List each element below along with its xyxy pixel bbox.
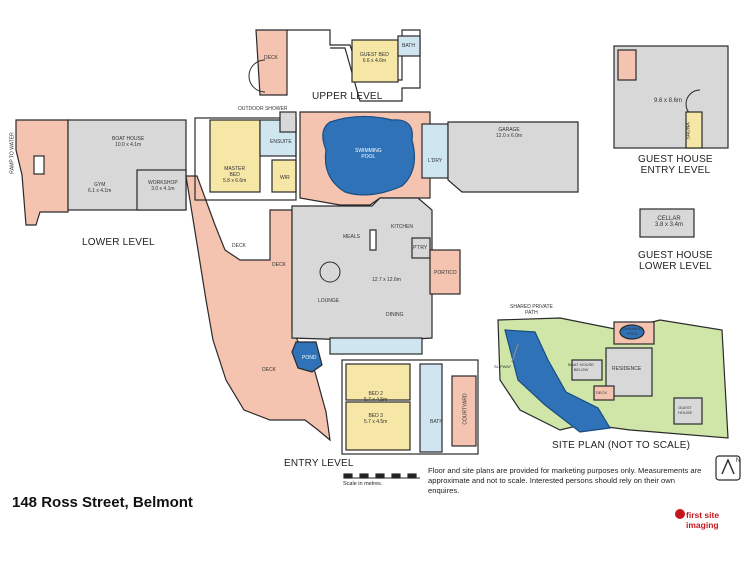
brand-name: first site imaging bbox=[686, 510, 720, 530]
scale-label: Scale in metres. bbox=[343, 481, 383, 487]
upper-deck-label: DECK bbox=[264, 55, 278, 61]
site-slipway bbox=[511, 343, 519, 363]
bed3-room bbox=[345, 401, 411, 451]
ramp-label: RAMP TO WATER bbox=[9, 132, 16, 174]
deck-mid-label: DECK bbox=[272, 262, 286, 268]
upper-deck bbox=[255, 29, 288, 96]
bed2-label: BED 2 5.7 x 4.5m bbox=[364, 391, 388, 403]
boat-house-label: BOAT HOUSE 10.0 x 4.1m bbox=[112, 136, 145, 148]
spiral-stair-upper bbox=[248, 59, 266, 93]
portico-area bbox=[429, 249, 461, 295]
lower-steps bbox=[33, 155, 45, 175]
courtyard-label: COURTYARD bbox=[462, 393, 469, 425]
lounge-label: LOUNGE bbox=[318, 298, 340, 304]
guest-bed-room bbox=[351, 39, 399, 83]
deck-left-label: DECK bbox=[232, 243, 246, 249]
upper-bath bbox=[397, 35, 421, 57]
pantry-label: P'TRY bbox=[413, 245, 428, 251]
guest-house-room-label: 9.6 x 8.6m bbox=[654, 98, 683, 104]
spiral-stair-main bbox=[319, 261, 341, 283]
guest-bed-label: GUEST BED 6.6 x 4.6m bbox=[360, 52, 389, 64]
site-boat-house bbox=[571, 359, 603, 381]
meals-label: MEALS bbox=[343, 234, 360, 240]
bedrooms-outline bbox=[341, 359, 479, 455]
upper-level-label: UPPER LEVEL bbox=[312, 91, 383, 102]
upper-bath-label: BATH bbox=[402, 43, 415, 49]
outdoor-shower-label: OUTDOOR SHOWER bbox=[238, 106, 288, 112]
bed3-label: BED 3 5.7 x 4.5m bbox=[364, 413, 388, 425]
site-plan-label: SITE PLAN (NOT TO SCALE) bbox=[552, 440, 691, 451]
master-wing-outline bbox=[194, 117, 297, 201]
guest-house-lower-label: GUEST HOUSE LOWER LEVEL bbox=[638, 250, 713, 272]
lower-level-label: LOWER LEVEL bbox=[82, 237, 155, 248]
garage-room bbox=[447, 121, 579, 193]
brand-logo-icon bbox=[675, 509, 685, 519]
swimming-pool-water bbox=[322, 115, 415, 196]
wet-area-entry bbox=[419, 363, 443, 453]
entry-strip bbox=[329, 337, 423, 355]
site-deck bbox=[593, 385, 615, 401]
portico-label: PORTICO bbox=[434, 270, 457, 276]
site-slipway-label: SLIPWAY bbox=[494, 364, 512, 369]
lounge-dims-label: 12.7 x 12.6m bbox=[372, 277, 401, 283]
site-pool bbox=[619, 324, 645, 340]
pond-water bbox=[291, 341, 323, 373]
guest-house-deck bbox=[617, 49, 637, 81]
living-area bbox=[291, 197, 433, 341]
outdoor-shower-area bbox=[279, 111, 297, 133]
pond-label: POND bbox=[302, 355, 317, 361]
guest-house-entry-label: GUEST HOUSE ENTRY LEVEL bbox=[638, 154, 713, 176]
compass-icon bbox=[715, 455, 741, 481]
master-bed-room bbox=[209, 119, 261, 193]
site-deck-label: DECK bbox=[596, 390, 608, 395]
laundry-room bbox=[421, 123, 449, 179]
kitchen-island bbox=[369, 229, 377, 251]
site-water bbox=[504, 329, 611, 433]
cellar-label: CELLAR 3.8 x 3.4m bbox=[655, 216, 684, 228]
site-guest-house bbox=[673, 397, 703, 425]
bath-entry-label: BATH bbox=[430, 419, 443, 425]
master-bed-label: MASTER BED 5.8 x 6.6m bbox=[223, 166, 247, 184]
cellar-room bbox=[639, 208, 695, 238]
site-pool-label: SWIMMING POOL bbox=[622, 326, 644, 336]
main-deck bbox=[185, 175, 331, 442]
sauna-label: SAUNA bbox=[685, 122, 692, 140]
site-boat-house-label: BOAT HOUSE BELOW bbox=[568, 362, 594, 372]
laundry-label: L'DRY bbox=[428, 158, 443, 164]
pantry-room bbox=[411, 237, 431, 259]
wir-label: WIR bbox=[280, 175, 290, 181]
entry-level-label: ENTRY LEVEL bbox=[284, 458, 354, 469]
scale-bar bbox=[343, 473, 420, 479]
deck-lower-label: DECK bbox=[262, 367, 276, 373]
gym-label: GYM 6.1 x 4.1m bbox=[88, 182, 112, 194]
sauna-room bbox=[685, 111, 703, 149]
workshop-room bbox=[136, 169, 187, 211]
dining-label: DINING bbox=[386, 312, 404, 318]
site-guest-house-label: GUEST HOUSE bbox=[678, 405, 693, 415]
kitchen-label: KITCHEN bbox=[391, 224, 413, 230]
courtyard-area bbox=[451, 375, 477, 447]
disclaimer-text: Floor and site plans are provided for ma… bbox=[428, 466, 702, 495]
bed2-room bbox=[345, 363, 411, 401]
wir-room bbox=[271, 159, 297, 193]
site-shared-path-label: SHARED PRIVATE PATH bbox=[510, 304, 553, 316]
workshop-label: WORKSHOP 3.0 x 4.1m bbox=[148, 180, 178, 192]
garage-label: GARAGE 12.0 x 6.0m bbox=[496, 127, 523, 139]
swimming-pool-label: SWIMMING POOL bbox=[355, 148, 382, 160]
ensuite-label: ENSUITE bbox=[270, 139, 292, 145]
site-residence-label: RESIDENCE bbox=[612, 366, 642, 372]
property-address-title: 148 Ross Street, Belmont bbox=[12, 494, 193, 511]
compass-letter: N bbox=[736, 458, 741, 464]
